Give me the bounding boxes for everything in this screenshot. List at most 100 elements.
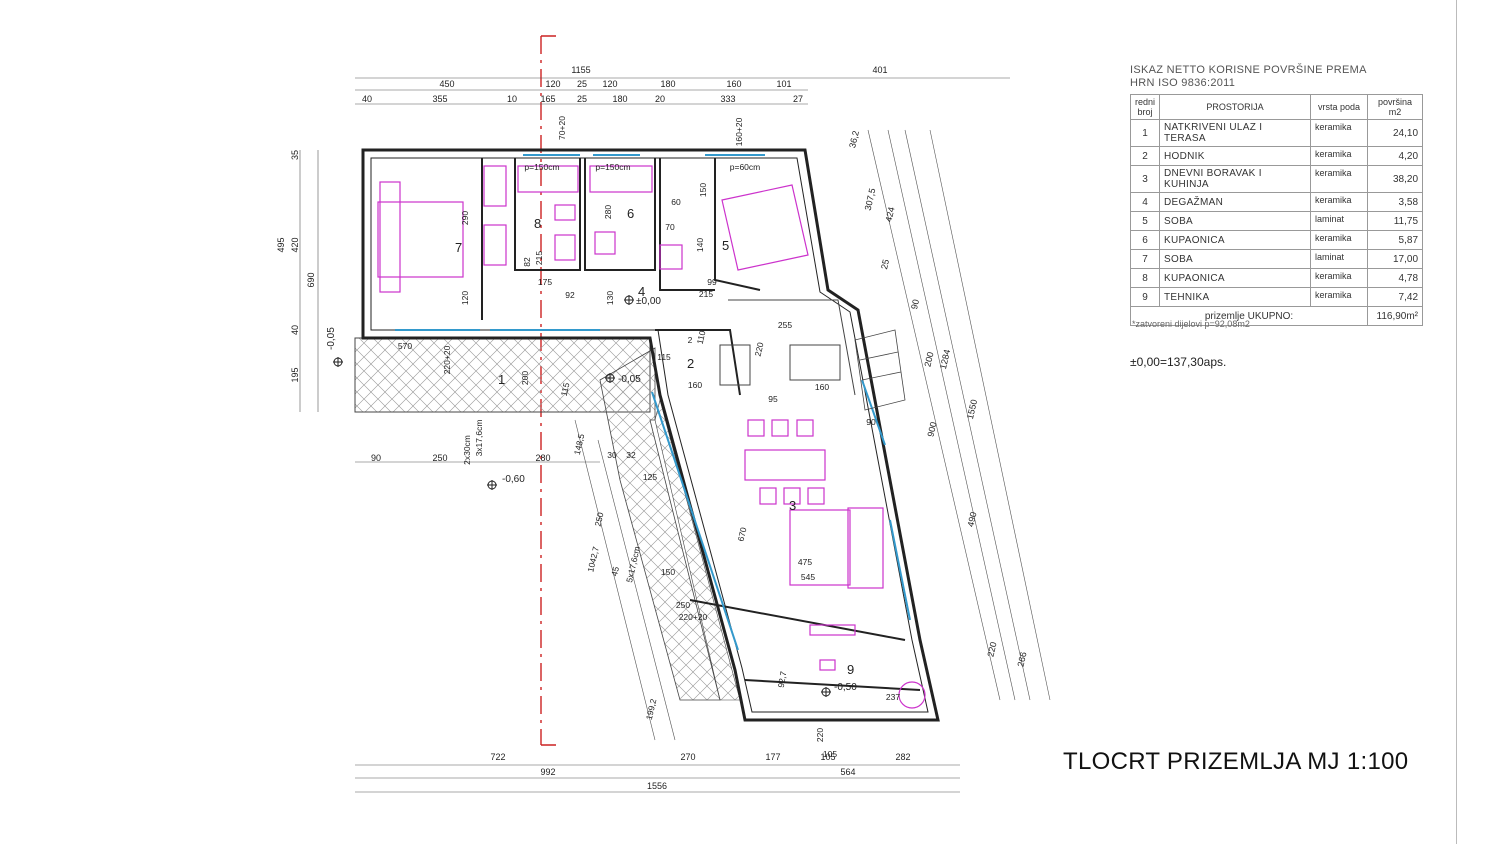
exterior-walls — [361, 148, 940, 722]
row-no: 5 — [1129, 211, 1161, 231]
dim-inner: 220+20 — [442, 345, 452, 374]
dim-inner: 115 — [657, 352, 671, 362]
room-number-3: 3 — [789, 498, 796, 513]
dim-inner: 250 — [676, 600, 690, 610]
dim-top: 25 — [577, 94, 587, 104]
row-room: TEHNIKA — [1159, 287, 1312, 307]
row-area: 24,10 — [1367, 119, 1424, 147]
row-room: NATKRIVENI ULAZ I TERASA — [1159, 119, 1312, 147]
dim-inner: 140 — [695, 238, 705, 252]
header-no: redni broj — [1129, 94, 1161, 120]
sheet-border — [1456, 0, 1457, 844]
dim-diag: 36,2 — [847, 130, 861, 149]
dim-inner: 150 — [698, 183, 708, 197]
dim-diag: 1284 — [938, 348, 952, 370]
windows-glazing — [395, 154, 911, 651]
dim-inner: 215 — [534, 251, 544, 265]
dim-inner: 670 — [736, 526, 749, 542]
dim-bottom: 564 — [840, 767, 855, 777]
level-markers: ±0,00 -0,05 -0,05 -0,60 -0,50 — [326, 295, 857, 697]
dim-inner: 3x17,6cm — [474, 420, 484, 457]
dim-inner: 115 — [559, 381, 572, 397]
dim-inner: 60 — [671, 197, 681, 207]
row-area: 17,00 — [1367, 249, 1424, 269]
dim-inner: 45 — [609, 565, 621, 577]
dim-inner: 220 — [815, 728, 825, 742]
row-floor: keramika — [1310, 119, 1369, 147]
dim-inner: 200 — [520, 371, 530, 385]
row-room: DNEVNI BORAVAK I KUHINJA — [1159, 165, 1312, 193]
dim-inner: 475 — [798, 557, 812, 567]
dim-inner: 160 — [815, 382, 829, 392]
row-floor: keramika — [1310, 192, 1369, 212]
level-marker: ±0,00 — [624, 295, 661, 307]
dim-inner: 545 — [801, 572, 815, 582]
header-floor: vrsta poda — [1310, 94, 1369, 120]
dim-inner: 130 — [605, 291, 615, 305]
dim-left: 195 — [290, 367, 300, 382]
dim-top: 333 — [720, 94, 735, 104]
row-floor: keramika — [1310, 230, 1369, 250]
dim-top: 10 — [507, 94, 517, 104]
row-area: 5,87 — [1367, 230, 1424, 250]
room-number-2: 2 — [687, 356, 694, 371]
row-area: 38,20 — [1367, 165, 1424, 193]
dim-top: 27 — [793, 94, 803, 104]
dim-top: 160 — [726, 79, 741, 89]
area-schedule-title-line1: ISKAZ NETTO KORISNE POVRŠINE PREMA — [1130, 64, 1367, 76]
dim-inner: 120 — [460, 291, 470, 305]
header-area: površina m2 — [1367, 94, 1424, 120]
dim-inner: 255 — [778, 320, 792, 330]
dim-inner: 570 — [398, 341, 412, 351]
dim-mid: 280 — [535, 453, 550, 463]
dim-mid: 90 — [371, 453, 381, 463]
dim-inner: 199,2 — [644, 698, 659, 721]
level-marker: -0,05 — [605, 373, 641, 385]
dimension-lines — [299, 77, 1051, 793]
row-room: SOBA — [1159, 249, 1312, 269]
dim-inner: p=150cm — [595, 162, 630, 172]
row-no: 3 — [1129, 165, 1161, 193]
dim-top: 120 — [545, 79, 560, 89]
dim-inner: 280 — [603, 205, 613, 219]
dim-inner: 32 — [626, 450, 636, 460]
dim-inner: 30 — [607, 450, 617, 460]
dim-mid: 250 — [432, 453, 447, 463]
room-numbers: 1 2 3 4 5 6 7 8 9 — [455, 206, 854, 677]
row-floor: laminat — [1310, 211, 1369, 231]
room-number-4: 4 — [638, 284, 645, 299]
room-number-8: 8 — [534, 216, 541, 231]
dim-bottom: 177 — [765, 752, 780, 762]
row-area: 11,75 — [1367, 211, 1424, 231]
row-floor: laminat — [1310, 249, 1369, 269]
dim-inner: 220+20 — [679, 612, 708, 622]
dim-left: 35 — [290, 150, 300, 160]
dim-top: 165 — [540, 94, 555, 104]
room-number-5: 5 — [722, 238, 729, 253]
row-floor: keramika — [1310, 287, 1369, 307]
area-schedule-title-line2: HRN ISO 9836:2011 — [1130, 77, 1236, 89]
dim-left: 420 — [290, 237, 300, 252]
table-header-row: redni broj PROSTORIJA vrsta poda površin… — [1129, 94, 1424, 120]
header-room: PROSTORIJA — [1159, 94, 1312, 120]
dim-diag: 490 — [966, 511, 979, 528]
area-note: *zatvoreni dijelovi p=92,08m2 — [1132, 319, 1250, 329]
dim-inner: 99 — [707, 277, 717, 287]
dim-inner: 82 — [522, 257, 532, 267]
top-dimensions: 1155 401 450 120 25 120 180 160 101 40 3… — [362, 65, 888, 104]
dim-inner: 237 — [886, 692, 900, 702]
dim-bottom: 105 — [820, 752, 835, 762]
room-number-7: 7 — [455, 240, 462, 255]
row-floor: keramika — [1310, 146, 1369, 166]
bottom-dimensions: 722 270 177 105 282 992 564 1556 90 250 … — [371, 453, 911, 791]
row-no: 9 — [1129, 287, 1161, 307]
row-no: 4 — [1129, 192, 1161, 212]
dim-top: 25 — [577, 79, 587, 89]
floor-plan-drawing: 1 2 3 4 5 6 7 8 9 1155 401 450 120 25 12… — [276, 35, 1051, 793]
